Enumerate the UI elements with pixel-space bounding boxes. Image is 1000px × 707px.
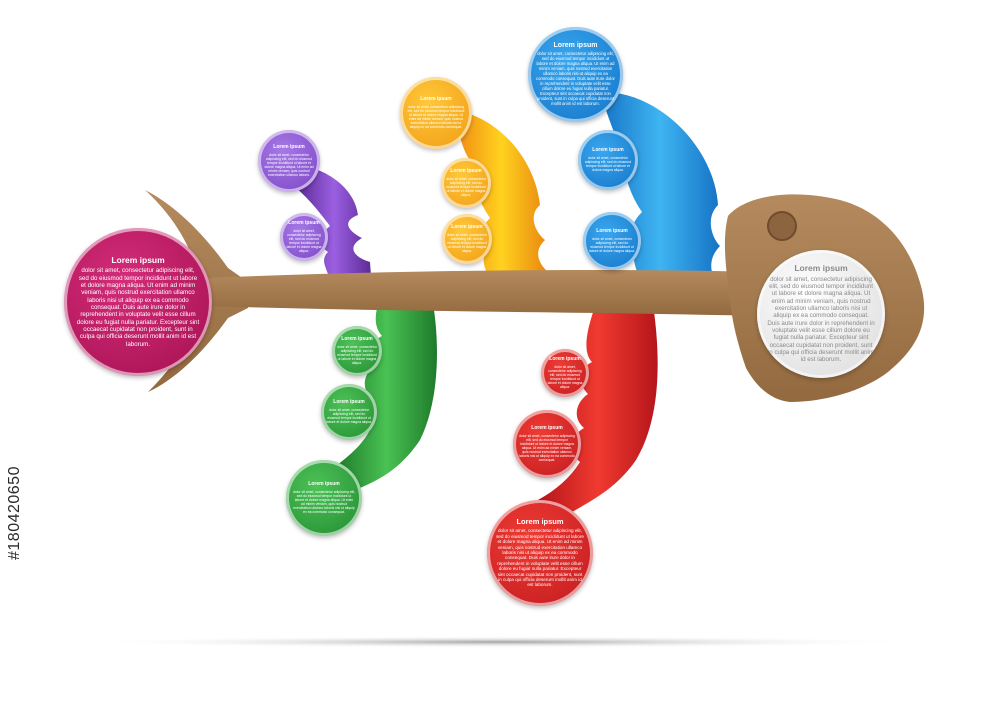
bubble-text: dolor sit amet, consectetur adipiscing e… xyxy=(767,275,875,364)
bubble-title: Lorem ipsum xyxy=(333,399,365,406)
bubble-title: Lorem ipsum xyxy=(553,42,598,50)
red-bubble-1: Lorem ipsum dolor sit amet, consectetur … xyxy=(541,349,589,397)
bubble-text: dolor sit amet, consectetur adipiscing e… xyxy=(447,232,487,253)
orange-rib xyxy=(455,110,548,290)
bubble-text: dolor sit amet, consectetur adipiscing e… xyxy=(337,344,377,365)
bubble-title: Lorem ipsum xyxy=(596,228,628,235)
head-main-bubble: Lorem ipsum dolor sit amet, consectetur … xyxy=(757,250,885,378)
orange-bubble-1: Lorem ipsum dolor sit amet, consectetur … xyxy=(400,77,472,149)
bubble-text: dolor sit amet, consectetur adipiscing e… xyxy=(519,433,575,462)
watermark-id-text: #180420650 xyxy=(6,466,23,560)
bubble-text: dolor sit amet, consectetur adipiscing e… xyxy=(446,176,486,197)
red-bottom-bubble: Lorem ipsum dolor sit amet, consectetur … xyxy=(487,500,593,606)
blue-bubble-2: Lorem ipsum dolor sit amet, consectetur … xyxy=(578,130,638,190)
bubble-text: dolor sit amet, consectetur adipiscing e… xyxy=(407,104,465,129)
bubble-title: Lorem ipsum xyxy=(288,220,320,227)
bubble-text: dolor sit amet, consectetur adipiscing e… xyxy=(536,51,615,106)
orange-bubble-2: Lorem ipsum dolor sit amet, consectetur … xyxy=(441,158,491,208)
bubble-text: dolor sit amet, consectetur adipiscing e… xyxy=(286,228,322,253)
bubble-text: dolor sit amet, consectetur adipiscing e… xyxy=(76,267,200,348)
blue-bubble-3: Lorem ipsum dolor sit amet, consectetur … xyxy=(583,212,641,270)
bubble-text: dolor sit amet, consectetur adipiscing e… xyxy=(589,236,635,253)
bubble-text: dolor sit amet, consectetur adipiscing e… xyxy=(264,152,314,177)
bubble-text: dolor sit amet, consectetur adipiscing e… xyxy=(293,489,356,514)
bubble-title: Lorem ipsum xyxy=(794,263,848,274)
floor-shadow xyxy=(80,636,920,648)
bubble-title: Lorem ipsum xyxy=(420,96,452,103)
bubble-text: dolor sit amet, consectetur adipiscing e… xyxy=(547,364,583,389)
fish-spine xyxy=(205,270,760,316)
bubble-text: dolor sit amet, consectetur adipiscing e… xyxy=(326,407,372,424)
purple-bubble-1: Lorem ipsum dolor sit amet, consectetur … xyxy=(258,130,320,192)
orange-bubble-3: Lorem ipsum dolor sit amet, consectetur … xyxy=(442,214,492,264)
bubble-title: Lorem ipsum xyxy=(273,144,305,151)
bubble-title: Lorem ipsum xyxy=(341,336,373,343)
bubble-title: Lorem ipsum xyxy=(516,517,564,527)
green-bubble-2: Lorem ipsum dolor sit amet, consectetur … xyxy=(321,384,377,440)
green-bubble-1: Lorem ipsum dolor sit amet, consectetur … xyxy=(332,326,382,376)
bubble-title: Lorem ipsum xyxy=(450,168,482,175)
red-bubble-2: Lorem ipsum dolor sit amet, consectetur … xyxy=(513,410,581,478)
fish-eye xyxy=(767,211,797,241)
blue-top-bubble: Lorem ipsum dolor sit amet, consectetur … xyxy=(528,27,623,122)
bubble-title: Lorem ipsum xyxy=(549,356,581,363)
red-rib xyxy=(538,298,658,520)
bubble-title: Lorem ipsum xyxy=(531,425,563,432)
purple-bubble-2: Lorem ipsum dolor sit amet, consectetur … xyxy=(280,213,328,261)
bubble-text: dolor sit amet, consectetur adipiscing e… xyxy=(496,528,584,588)
bubble-title: Lorem ipsum xyxy=(451,224,483,231)
green-bubble-3: Lorem ipsum dolor sit amet, consectetur … xyxy=(286,460,362,536)
green-rib xyxy=(336,298,437,488)
bubble-text: dolor sit amet, consectetur adipiscing e… xyxy=(584,155,632,172)
purple-rib xyxy=(296,165,372,290)
bubble-title: Lorem ipsum xyxy=(111,255,165,266)
magenta-main-bubble: Lorem ipsum dolor sit amet, consectetur … xyxy=(64,228,212,376)
bubble-title: Lorem ipsum xyxy=(308,481,340,488)
bubble-title: Lorem ipsum xyxy=(592,147,624,154)
